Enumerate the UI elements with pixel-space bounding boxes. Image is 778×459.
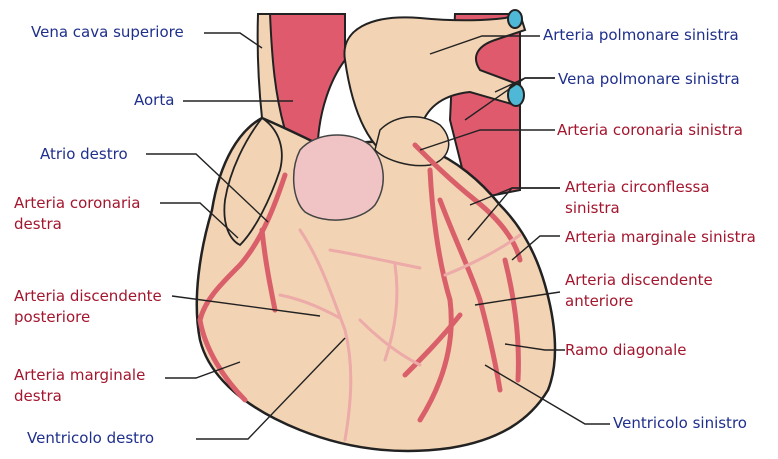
label-vena-cava-superiore: Vena cava superiore <box>31 23 184 42</box>
label-aorta: Aorta <box>134 91 174 110</box>
label-arteria-coronaria-sinistra: Arteria coronaria sinistra <box>557 121 743 140</box>
pulmonary-artery-opening <box>508 10 522 28</box>
label-arteria-discendente-anteriore-line1: Arteria discendente <box>565 271 713 290</box>
label-vena-polmonare-sinistra: Vena polmonare sinistra <box>558 70 740 89</box>
label-arteria-coronaria-destra-line2: destra <box>14 215 62 234</box>
left-atrium-shape <box>375 117 449 166</box>
label-arteria-marginale-sinistra: Arteria marginale sinistra <box>565 228 756 247</box>
label-arteria-polmonare-sinistra: Arteria polmonare sinistra <box>543 26 739 45</box>
label-arteria-discendente-anteriore-line2: anteriore <box>565 292 633 311</box>
label-arteria-marginale-destra-line1: Arteria marginale <box>14 366 145 385</box>
label-arteria-circonflessa-sinistra-line1: Arteria circonflessa <box>565 178 710 197</box>
label-ventricolo-destro: Ventricolo destro <box>27 429 154 448</box>
label-arteria-discendente-posteriore-line1: Arteria discendente <box>14 287 162 306</box>
label-ventricolo-sinistro: Ventricolo sinistro <box>613 414 747 433</box>
pulmonary-vein-opening <box>508 84 524 106</box>
label-arteria-discendente-posteriore-line2: posteriore <box>14 308 90 327</box>
label-ramo-diagonale: Ramo diagonale <box>565 341 687 360</box>
label-atrio-destro: Atrio destro <box>40 145 128 164</box>
aortic-root-shape <box>294 135 384 220</box>
label-arteria-circonflessa-sinistra-line2: sinistra <box>565 199 620 218</box>
label-arteria-coronaria-destra-line1: Arteria coronaria <box>14 194 141 213</box>
label-arteria-marginale-destra-line2: destra <box>14 387 62 406</box>
